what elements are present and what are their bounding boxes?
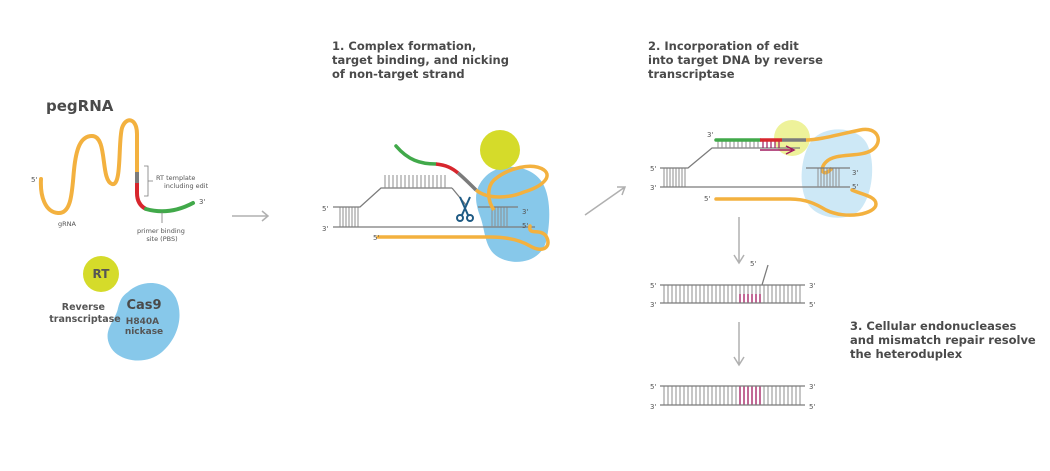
pbs-label: primer binding site (PBS) — [137, 227, 187, 243]
step1-3prime-left: 3' — [322, 225, 328, 233]
pegrna-pbs-green — [144, 201, 195, 214]
rt-name-label: Reverse transcriptase — [49, 302, 120, 325]
step2-3prime-top: 3' — [707, 131, 713, 139]
pegrna-rt-template-red — [135, 183, 147, 211]
pegrna-grna-strand — [38, 118, 139, 215]
final-5prime-left: 5' — [650, 383, 656, 391]
flap-5prime: 5' — [750, 260, 756, 268]
rt-legend-circle — [83, 256, 119, 292]
step1-5prime-right: 5' — [522, 222, 528, 230]
rt-template-bracket — [144, 165, 153, 197]
heteroduplex-rungs — [663, 285, 801, 303]
step1-dna-right-duplex — [491, 207, 508, 227]
rt-protein-step1 — [480, 130, 520, 170]
arrow-down-icon — [733, 322, 745, 367]
step2-top-strand — [660, 147, 800, 169]
pegrna-title: pegRNA — [46, 97, 114, 115]
final-3prime-right: 3' — [809, 383, 815, 391]
scissors-icon — [456, 196, 474, 222]
step1-5prime-left: 5' — [322, 205, 328, 213]
hetero-5prime-right: 5' — [809, 301, 815, 309]
hetero-3prime-right: 3' — [809, 282, 815, 290]
final-3prime-left: 3' — [650, 403, 656, 411]
step1-grna-bottom — [376, 224, 550, 251]
step2-5prime-right: 5' — [852, 183, 858, 191]
rt-template-label: RT template including edit — [156, 174, 209, 190]
arrow-head-icon — [760, 145, 796, 155]
step1-top-strand-left — [333, 187, 452, 208]
step1-grna-orange — [474, 164, 549, 212]
step2-3prime-left: 3' — [650, 184, 656, 192]
step1-3prime-right: 3' — [522, 208, 528, 216]
arrow-right-icon — [584, 186, 627, 216]
step1-dna-left-duplex — [339, 207, 359, 227]
grna-label: gRNA — [58, 220, 77, 228]
step2-grna-bottom — [714, 188, 878, 217]
cas9-legend-shape — [107, 282, 180, 361]
final-duplex-rungs — [663, 386, 801, 405]
rt-protein-step2 — [774, 120, 810, 156]
step2-5prime-bottom: 5' — [704, 195, 710, 203]
pegrna-5prime: 5' — [31, 176, 37, 184]
final-5prime-right: 5' — [809, 403, 815, 411]
cas9-legend-label: Cas9 — [126, 298, 161, 313]
step3-caption: 3. Cellular endonucleases and mismatch r… — [850, 319, 1040, 361]
step1-nicked-end — [451, 187, 467, 206]
step2-5prime-left: 5' — [650, 165, 656, 173]
step1-5prime-bottom: 5' — [373, 234, 379, 242]
step2-caption: 2. Incorporation of edit into target DNA… — [648, 39, 827, 81]
step2-dna-right-duplex — [817, 168, 840, 187]
pegrna-3prime: 3' — [199, 198, 205, 206]
cas9-protein-step2 — [801, 129, 873, 218]
rt-legend-label: RT — [93, 267, 111, 281]
step1-pbs-green — [394, 144, 438, 166]
heteroduplex-flap — [761, 264, 769, 286]
step1-single-strand-rungs — [384, 175, 446, 188]
hetero-5prime-left: 5' — [650, 282, 656, 290]
step1-rt-red — [435, 162, 460, 175]
step1-rt-gray — [456, 171, 478, 192]
arrow-down-icon — [733, 217, 745, 265]
step2-dna-left-duplex — [663, 168, 686, 187]
step1-caption: 1. Complex formation, target binding, an… — [332, 39, 513, 81]
step2-3prime-right: 3' — [852, 169, 858, 177]
arrow-right-icon — [232, 210, 270, 222]
hetero-3prime-left: 3' — [650, 301, 656, 309]
cas9-sub-label: H840A nickase — [125, 317, 163, 337]
